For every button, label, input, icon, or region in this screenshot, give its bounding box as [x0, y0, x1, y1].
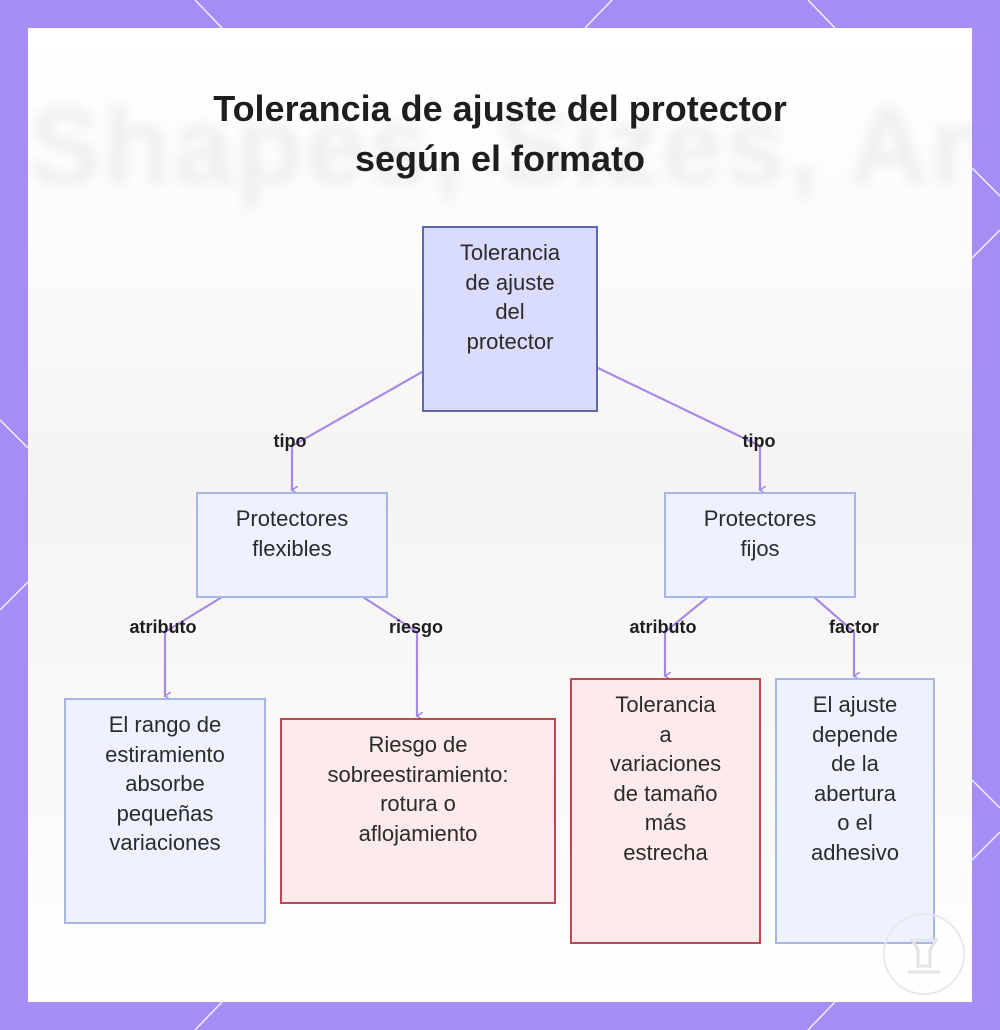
title-line-2: según el formato	[354, 138, 646, 179]
edge-label-atributo-left: atributo	[129, 617, 197, 637]
edge-label-atributo-right: atributo	[629, 617, 697, 637]
node-text: aflojamiento	[358, 820, 478, 846]
node-text: adhesivo	[810, 839, 900, 865]
title-line-1: Tolerancia de ajuste del protector	[213, 88, 787, 129]
node-text: variaciones	[609, 751, 722, 776]
edge-flexible-attribute	[165, 595, 224, 696]
node-text: Riesgo de	[368, 732, 468, 757]
edge-root-flexible	[292, 370, 424, 490]
node-text: protector	[466, 328, 554, 354]
node-narrow-tolerance: Tolerancia a variaciones de tamaño más e…	[570, 678, 761, 944]
node-text: fijos	[740, 535, 780, 561]
node-text: El rango de	[108, 712, 222, 737]
node-text: absorbe	[125, 771, 205, 796]
node-text: Tolerancia	[459, 240, 561, 265]
node-overstretch-risk: Riesgo de sobreestiramiento: rotura o af…	[280, 718, 556, 904]
edge-root-fixed	[596, 366, 760, 490]
edge-label-tipo-right: tipo	[742, 431, 776, 451]
node-flexible-protectors: Protectores flexibles	[196, 492, 388, 598]
diagram-title: Tolerancia de ajuste del protector según…	[28, 84, 972, 184]
watermark-logo-icon	[883, 913, 965, 995]
node-stretch-range: El rango de estiramiento absorbe pequeña…	[64, 698, 266, 924]
node-text: flexibles	[252, 535, 332, 561]
edge-label-factor: factor	[828, 617, 880, 637]
diagram-canvas: Shapes, Sizes, And F Tolerancia de ajust…	[28, 28, 972, 1002]
node-text: pequeñas	[116, 800, 214, 826]
edge-label-tipo-left: tipo	[273, 431, 307, 451]
node-text: estrecha	[623, 839, 708, 865]
node-text: abertura	[814, 780, 896, 806]
edge-flexible-risk	[361, 595, 417, 716]
node-text: de la	[831, 751, 879, 776]
node-text: del	[495, 299, 525, 324]
node-text: variaciones	[109, 830, 221, 855]
node-text: sobreestiramiento:	[327, 761, 509, 787]
edge-fixed-factor	[812, 595, 854, 676]
background-blurred-text: Shapes, Sizes, And F	[28, 85, 972, 208]
connector-lines	[28, 366, 972, 1002]
node-fixed-protectors: Protectores fijos	[664, 492, 856, 598]
edge-fixed-attribute	[665, 595, 710, 676]
node-text: Tolerancia	[615, 692, 716, 717]
node-text: a	[659, 721, 672, 747]
edge-label-riesgo: riesgo	[388, 617, 444, 637]
node-fit-depends: El ajuste depende de la abertura o el ad…	[775, 678, 935, 944]
node-text: depende	[812, 721, 898, 747]
node-text: de tamaño	[613, 780, 718, 806]
node-text: o el	[837, 810, 873, 835]
node-text: rotura o	[380, 791, 456, 816]
node-text: Protectores	[235, 506, 349, 531]
node-text: más	[644, 810, 687, 835]
node-text: estiramiento	[105, 741, 225, 767]
node-text: Protectores	[703, 506, 817, 531]
node-text: de ajuste	[465, 269, 555, 295]
node-root: Tolerancia de ajuste del protector	[422, 226, 598, 412]
node-text: El ajuste	[812, 692, 898, 717]
